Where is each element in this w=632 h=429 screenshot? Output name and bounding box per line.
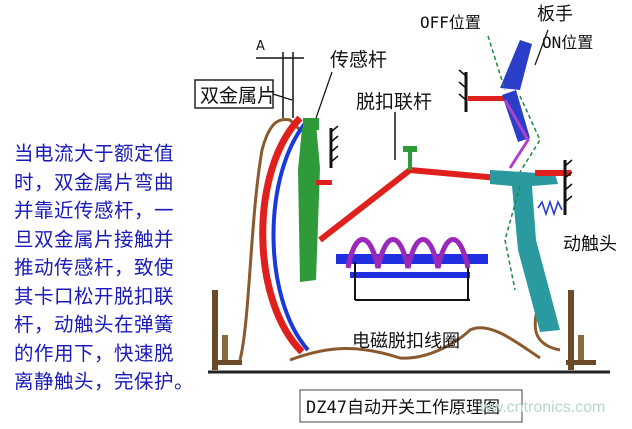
left-terminal — [212, 290, 242, 370]
description-line: 时，双金属片弯曲 — [14, 170, 175, 194]
label-bimetal-pointer — [272, 93, 293, 101]
wire-bottom — [289, 326, 541, 362]
description-line: 离静触头，完保护。 — [14, 370, 195, 393]
description-line: 并靠近传感杆，一 — [14, 199, 175, 222]
label-gap: A — [256, 39, 265, 54]
handle-assembly — [458, 29, 549, 291]
description-line: 旦双金属片接触并 — [14, 227, 175, 251]
trip-link — [318, 146, 499, 243]
label-bimetal: 双金属片 — [200, 85, 276, 107]
wire-frame — [238, 117, 302, 361]
label-sensor-rod: 传感杆 — [330, 49, 387, 71]
right-pivot-wall — [563, 159, 573, 215]
label-moving-contact: 动触头 — [563, 234, 617, 255]
label-sensor-pointer — [315, 71, 333, 119]
moving-contact — [490, 170, 571, 332]
label-off-position: OFF位置 — [420, 13, 481, 32]
label-trip-link: 脱扣联杆 — [356, 91, 432, 113]
gap-marker — [256, 52, 304, 118]
bimetal-strip-inner — [271, 118, 310, 352]
sensor-pivot-wall — [316, 125, 339, 185]
description-line: 推动传感杆，致使 — [14, 256, 175, 279]
diagram-title: DZ47自动开关工作原理图 — [306, 398, 500, 418]
magnetic-coil — [336, 237, 488, 301]
description-line: 其卡口松开脱扣联 — [14, 284, 175, 308]
description-line: 的作用下，快速脱 — [14, 341, 175, 365]
watermark: ww.cntronics.com — [479, 399, 605, 416]
label-coil: 电磁脱扣线圈 — [352, 331, 460, 352]
spring — [537, 199, 563, 217]
description-line: 当电流大于额定值 — [14, 142, 175, 165]
label-on-position: ON位置 — [542, 33, 593, 52]
label-handle: 板手 — [537, 4, 573, 25]
diagram-title-box — [299, 389, 523, 423]
label-bimetal-box — [194, 79, 274, 109]
bimetal-strip-outer — [259, 115, 305, 355]
sensor-rod — [298, 118, 320, 282]
description-line: 杆，动触头在弹簧 — [14, 313, 175, 336]
description-text: 当电流大于额定值 时，双金属片弯曲 并靠近传感杆，一 旦双金属片接触并 推动传感… — [14, 140, 224, 397]
right-terminal — [566, 290, 596, 370]
